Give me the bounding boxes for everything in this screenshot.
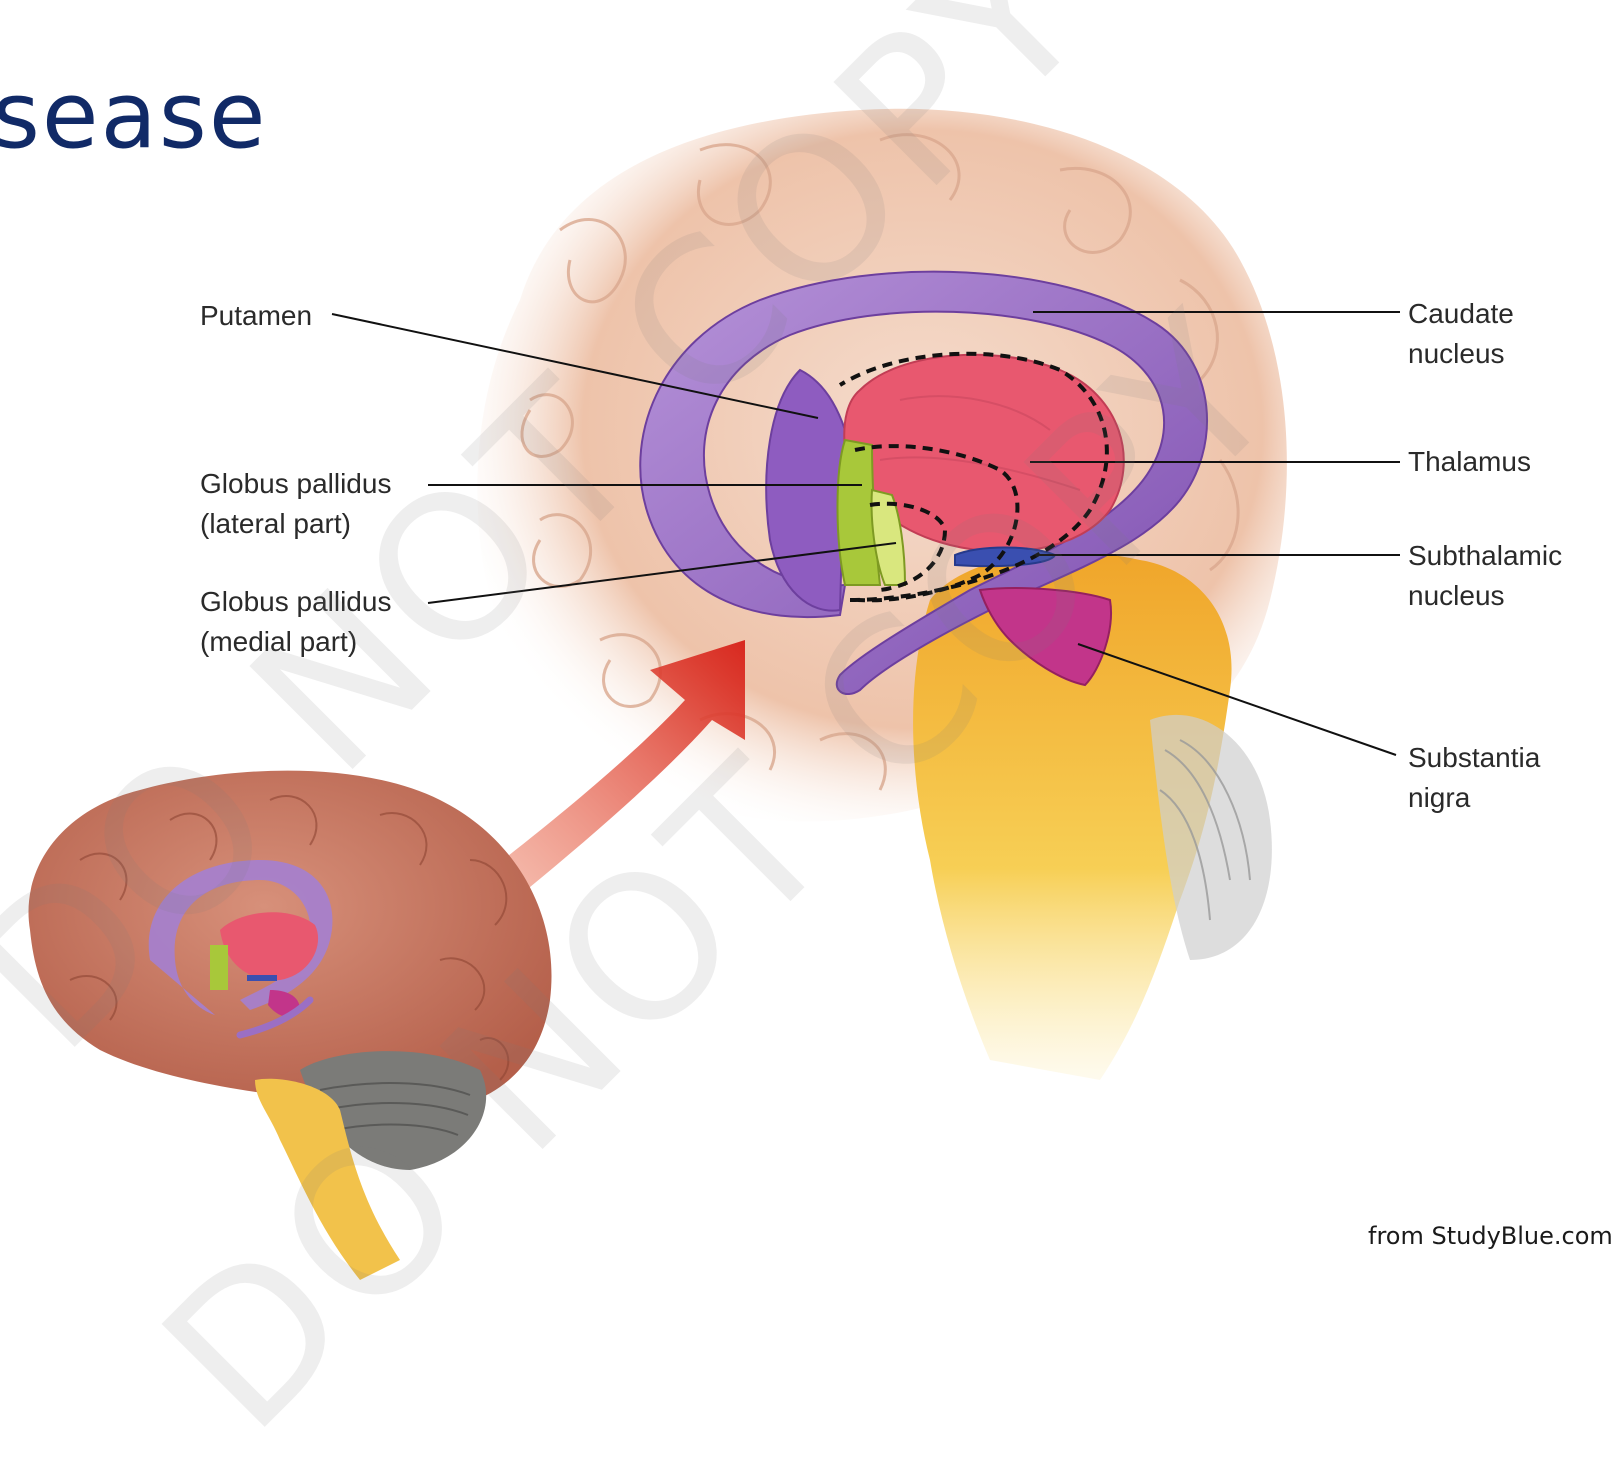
label-globus-pallidus-lateral-line2: (lateral part)	[200, 504, 351, 544]
label-substantia-line2: nigra	[1408, 778, 1470, 818]
label-caudate-line2: nucleus	[1408, 334, 1505, 374]
whole-brain-inset	[28, 771, 551, 1280]
slide: sease	[0, 0, 1613, 1315]
label-subthalamic-line1: Subthalamic	[1408, 536, 1562, 576]
label-globus-pallidus-lateral-line1: Globus pallidus	[200, 464, 391, 504]
label-caudate-line1: Caudate	[1408, 294, 1514, 334]
label-thalamus: Thalamus	[1408, 442, 1531, 482]
source-credit: from StudyBlue.com	[1368, 1222, 1613, 1250]
label-globus-pallidus-medial-line1: Globus pallidus	[200, 582, 391, 622]
label-putamen: Putamen	[200, 296, 312, 336]
label-substantia-line1: Substantia	[1408, 738, 1540, 778]
label-globus-pallidus-medial-line2: (medial part)	[200, 622, 357, 662]
label-subthalamic-line2: nucleus	[1408, 576, 1505, 616]
